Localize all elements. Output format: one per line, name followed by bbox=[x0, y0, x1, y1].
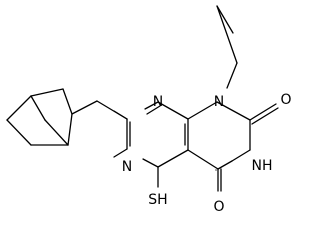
bond-pyr-2 bbox=[157, 149, 189, 168]
bond-propyl-1 bbox=[216, 5, 234, 34]
atom-sh-label: SH bbox=[148, 192, 167, 208]
molecule-diagram: N N N NH O O SH bbox=[6, 5, 292, 215]
bond-co-top-1 bbox=[249, 103, 277, 121]
atom-n-ring-left-label: N bbox=[153, 94, 163, 110]
bond-ring-7 bbox=[187, 149, 219, 170]
bond-pyr-double-2 bbox=[146, 105, 161, 115]
bond-pyr-4 bbox=[144, 101, 159, 110]
structure-drawing: N N N NH O O SH bbox=[6, 5, 292, 215]
bond-co-top-2 bbox=[251, 107, 279, 125]
atom-n-ring-bottom-left-label: N bbox=[122, 159, 132, 175]
atom-o-bottom-label: O bbox=[213, 199, 224, 215]
bond-ring-5 bbox=[187, 101, 218, 120]
atom-n1-label: N bbox=[214, 94, 224, 110]
bond-pyr-1 bbox=[157, 101, 189, 120]
bond-ring-3 bbox=[231, 149, 251, 162]
bond-pyr-8 bbox=[113, 148, 128, 158]
bond-ring-8 bbox=[217, 160, 233, 170]
atom-o-top-label: O bbox=[280, 92, 291, 108]
bond-bicyclic-3 bbox=[6, 95, 32, 121]
bond-ch2-2 bbox=[71, 100, 98, 115]
bond-bicyclic-7 bbox=[30, 95, 46, 121]
atom-nh-label: NH bbox=[252, 158, 273, 174]
bond-bicyclic-2 bbox=[30, 88, 64, 97]
bond-ch2-1 bbox=[96, 100, 128, 120]
bond-propyl-2 bbox=[216, 5, 238, 64]
bond-pyr-3 bbox=[142, 158, 159, 168]
bond-bicyclic-6 bbox=[67, 113, 73, 146]
bond-bicyclic-8 bbox=[44, 119, 69, 146]
bond-bicyclic-4 bbox=[6, 119, 32, 146]
bond-propyl-3 bbox=[226, 62, 238, 89]
bond-bicyclic-1 bbox=[62, 88, 73, 115]
bond-ring-1 bbox=[216, 101, 251, 121]
